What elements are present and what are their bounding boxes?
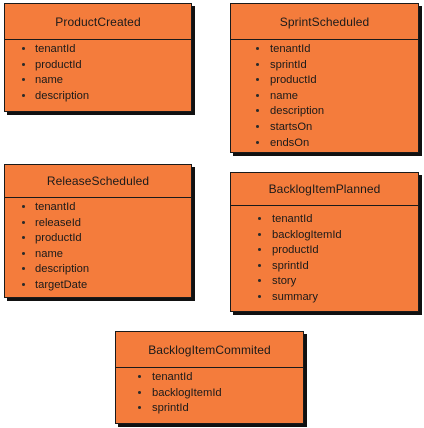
- bullet-icon: [138, 390, 141, 394]
- bullet-icon: [256, 47, 259, 50]
- entity-field: tenantId: [5, 42, 191, 58]
- bullet-icon: [258, 294, 261, 298]
- entity-field: sprintId: [231, 58, 418, 74]
- entity-backlog-item-commited: BacklogItemCommited tenantId backlogItemI…: [115, 331, 304, 424]
- entity-field: backlogItemId: [116, 386, 303, 402]
- entity-field-label: tenantId: [270, 43, 311, 55]
- entity-field-label: story: [272, 275, 297, 288]
- entity-field-label: productId: [272, 244, 319, 257]
- entity-field-label: productId: [35, 232, 82, 245]
- entity-field: summary: [231, 290, 418, 306]
- entity-title: ReleaseScheduled: [5, 165, 191, 198]
- bullet-icon: [22, 93, 25, 97]
- entity-field: name: [5, 247, 191, 263]
- entity-field-label: tenantId: [272, 213, 313, 225]
- bullet-icon: [256, 124, 259, 128]
- entity-backlog-item-planned: BacklogItemPlanned tenantId backlogItemId…: [230, 172, 419, 312]
- bullet-icon: [256, 78, 259, 82]
- entity-field: tenantId: [231, 212, 418, 228]
- entity-title: ProductCreated: [5, 4, 191, 40]
- entity-field: tenantId: [231, 42, 418, 58]
- bullet-icon: [22, 47, 25, 50]
- entity-field-list: tenantId releaseId productId name descriptio…: [5, 198, 191, 294]
- bullet-icon: [258, 217, 261, 220]
- entity-field: targetDate: [5, 278, 191, 294]
- entity-field: endsOn: [231, 136, 418, 152]
- entity-field-label: name: [35, 247, 63, 260]
- entity-field-label: targetDate: [35, 278, 88, 291]
- entity-field-list: tenantId sprintId productId name description…: [231, 40, 418, 151]
- bullet-icon: [22, 251, 25, 255]
- bullet-icon: [22, 282, 25, 286]
- entity-field-label: backlogItemId: [272, 228, 342, 241]
- bullet-icon: [22, 205, 25, 208]
- entity-field-label: summary: [272, 290, 318, 303]
- entity-sprint-scheduled: SprintScheduled tenantId sprintId productI…: [230, 3, 419, 153]
- bullet-icon: [256, 109, 259, 113]
- entity-product-created: ProductCreated tenantId productId name desc…: [4, 3, 192, 112]
- entity-field-label: tenantId: [35, 201, 76, 213]
- entity-field-label: backlogItemId: [152, 386, 222, 399]
- entity-field-label: tenantId: [35, 43, 76, 55]
- entity-field: tenantId: [116, 370, 303, 386]
- entity-field-list: tenantId backlogItemId sprintId: [116, 368, 303, 417]
- entity-field-label: name: [35, 74, 63, 87]
- bullet-icon: [256, 140, 259, 144]
- entity-field: startsOn: [231, 120, 418, 136]
- entity-field-label: startsOn: [270, 120, 313, 133]
- entity-field: sprintId: [116, 401, 303, 417]
- entity-field: story: [231, 274, 418, 290]
- entity-field-label: sprintId: [270, 58, 307, 71]
- entity-field: description: [5, 89, 191, 105]
- entity-title: BacklogItemCommited: [116, 332, 303, 368]
- bullet-icon: [258, 232, 261, 236]
- entity-field-label: productId: [270, 74, 317, 87]
- entity-field-label: endsOn: [270, 136, 310, 149]
- entity-field: productId: [231, 243, 418, 259]
- entity-field-label: releaseId: [35, 216, 82, 229]
- bullet-icon: [22, 267, 25, 271]
- entity-field: name: [5, 73, 191, 89]
- entity-field-label: productId: [35, 58, 82, 71]
- bullet-icon: [22, 220, 25, 224]
- entity-field-label: description: [35, 89, 90, 102]
- entity-field: description: [5, 262, 191, 278]
- bullet-icon: [256, 62, 259, 66]
- entity-field: backlogItemId: [231, 228, 418, 244]
- entity-field: tenantId: [5, 200, 191, 216]
- entity-field-label: description: [35, 263, 90, 276]
- entity-field: sprintId: [231, 259, 418, 275]
- entity-field-label: tenantId: [152, 371, 193, 383]
- entity-title: SprintScheduled: [231, 4, 418, 40]
- bullet-icon: [138, 375, 141, 378]
- entity-field-list: tenantId backlogItemId productId sprintId st…: [231, 206, 418, 306]
- entity-field-label: sprintId: [152, 402, 189, 415]
- entity-field: productId: [231, 73, 418, 89]
- entity-field: name: [231, 89, 418, 105]
- entity-field-label: sprintId: [272, 259, 309, 272]
- bullet-icon: [22, 78, 25, 82]
- bullet-icon: [258, 263, 261, 267]
- entity-field: productId: [5, 58, 191, 74]
- bullet-icon: [258, 248, 261, 252]
- entity-field: description: [231, 104, 418, 120]
- entity-field-label: name: [270, 89, 298, 102]
- entity-field: releaseId: [5, 216, 191, 232]
- entity-title: BacklogItemPlanned: [231, 173, 418, 206]
- bullet-icon: [138, 406, 141, 410]
- entity-field-list: tenantId productId name description: [5, 40, 191, 104]
- entity-field: productId: [5, 231, 191, 247]
- bullet-icon: [22, 62, 25, 66]
- bullet-icon: [256, 93, 259, 97]
- entity-release-scheduled: ReleaseScheduled tenantId releaseId produc…: [4, 164, 192, 298]
- bullet-icon: [22, 236, 25, 240]
- bullet-icon: [258, 279, 261, 283]
- entity-field-label: description: [270, 105, 325, 118]
